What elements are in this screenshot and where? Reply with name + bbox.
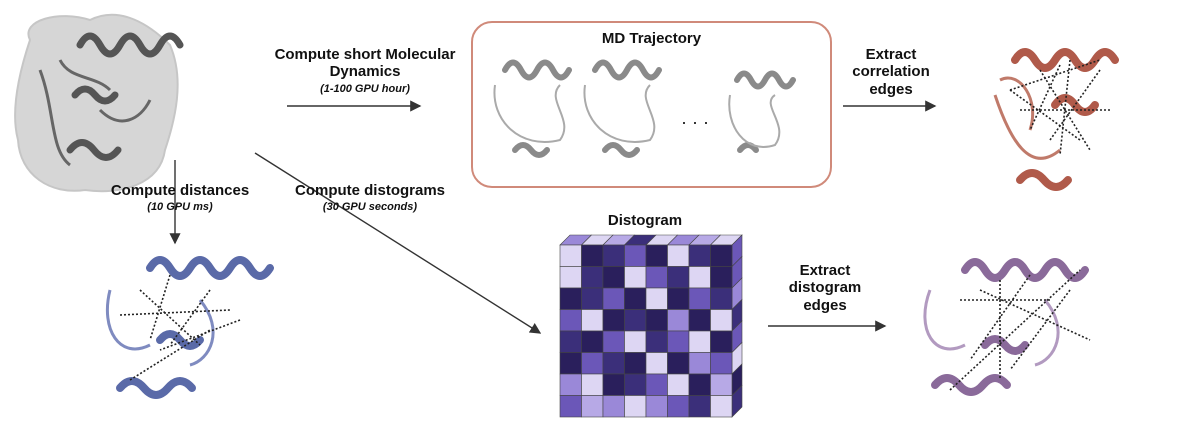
distogram-cell <box>624 352 647 375</box>
distogram-cell <box>710 266 733 289</box>
distogram-line3: edges <box>803 296 847 314</box>
distogram-cell <box>581 244 604 267</box>
distogram-cell <box>581 373 604 396</box>
distogram-cell <box>581 287 604 310</box>
distogram-cell <box>624 330 647 353</box>
distogram-cell <box>645 352 668 375</box>
distogram-cell <box>710 352 733 375</box>
correlation-line1: Extract <box>865 46 917 63</box>
distogram-cell <box>645 330 668 353</box>
distogram-cell <box>710 244 733 267</box>
distogram-cell <box>710 373 733 396</box>
distogram-cell <box>645 395 668 418</box>
distogram-cell <box>688 287 711 310</box>
distogram-cell <box>667 309 690 332</box>
trajectory-panel <box>471 21 832 188</box>
trajectory-frames <box>502 59 796 158</box>
distogram-cell <box>581 309 604 332</box>
distogram-cell <box>667 352 690 375</box>
distogram-cell <box>624 287 647 310</box>
distogram-cell <box>602 266 625 289</box>
distance-protein-structure <box>105 256 274 399</box>
distogram-cube <box>559 234 743 418</box>
distogram-cell <box>667 266 690 289</box>
distograms-step-cost: (30 GPU seconds) <box>322 201 418 214</box>
distogram-cell <box>559 266 582 289</box>
distogram-cell <box>624 373 647 396</box>
distogram-cell <box>710 330 733 353</box>
distogram-cell <box>624 309 647 332</box>
distogram-cell <box>559 309 582 332</box>
distogram-protein-structure <box>923 258 1089 396</box>
distances-step-cost: (10 GPU ms) <box>147 201 213 214</box>
distogram-cell <box>602 352 625 375</box>
correlation-edges <box>1009 59 1110 156</box>
distogram-cell <box>581 395 604 418</box>
distogram-cell <box>602 395 625 418</box>
distogram-edges <box>949 269 1091 391</box>
distogram-cell <box>602 244 625 267</box>
distogram-cell <box>559 330 582 353</box>
distogram-cell <box>667 287 690 310</box>
distogram-cell <box>645 309 668 332</box>
md-step-title: Compute short Molecular Dynamics <box>274 46 456 81</box>
distogram-cell <box>581 352 604 375</box>
distograms-step-title: Compute distograms <box>294 182 445 199</box>
distogram-cell <box>645 266 668 289</box>
distogram-cell <box>688 395 711 418</box>
distances-step-title: Compute distances <box>110 182 250 199</box>
distogram-cell <box>559 395 582 418</box>
distogram-cell <box>710 287 733 310</box>
distogram-cell <box>624 244 647 267</box>
distogram-cell <box>645 373 668 396</box>
trajectory-ellipsis: · · · <box>681 112 709 132</box>
distogram-title: Distogram <box>607 212 683 229</box>
distogram-cell <box>559 352 582 375</box>
distogram-cell <box>688 352 711 375</box>
correlation-edges-label: Extract correlation edges <box>836 46 946 98</box>
distogram-edges-label: Extract distogram edges <box>770 262 880 314</box>
distance-edges <box>119 274 241 381</box>
distogram-cell <box>688 244 711 267</box>
distogram-cell <box>602 373 625 396</box>
distogram-cell <box>645 287 668 310</box>
distogram-cell <box>667 244 690 267</box>
distogram-cell <box>559 373 582 396</box>
correlation-line2: correlation <box>852 63 930 81</box>
distogram-cell <box>602 309 625 332</box>
md-step-cost: (1-100 GPU hour) <box>320 82 410 95</box>
input-protein-structure <box>14 13 184 193</box>
distogram-cell <box>667 330 690 353</box>
distogram-line1: Extract <box>799 262 851 279</box>
distogram-cell <box>688 330 711 353</box>
distogram-cell <box>688 266 711 289</box>
correlation-protein-structure <box>993 48 1119 191</box>
trajectory-title: MD Trajectory <box>601 30 702 47</box>
arrow-to-distogram <box>254 152 542 334</box>
distogram-cell <box>624 266 647 289</box>
distogram-cell <box>581 266 604 289</box>
distogram-cell <box>688 309 711 332</box>
distograms-step-label: Compute distograms (30 GPU seconds) <box>285 182 455 214</box>
distogram-cell <box>602 330 625 353</box>
distogram-cell <box>624 395 647 418</box>
distogram-cell <box>710 395 733 418</box>
distogram-cell <box>559 244 582 267</box>
md-step-label: Compute short Molecular Dynamics (1-100 … <box>270 46 460 95</box>
distogram-cell <box>667 395 690 418</box>
distogram-line2: distogram <box>788 279 862 297</box>
distogram-cell <box>559 287 582 310</box>
distogram-cell <box>602 287 625 310</box>
correlation-line3: edges <box>869 80 913 98</box>
distogram-cell <box>581 330 604 353</box>
distogram-cell <box>667 373 690 396</box>
distogram-cell <box>710 309 733 332</box>
distances-step-label: Compute distances (10 GPU ms) <box>95 182 265 214</box>
distogram-cell <box>645 244 668 267</box>
distogram-cell <box>688 373 711 396</box>
